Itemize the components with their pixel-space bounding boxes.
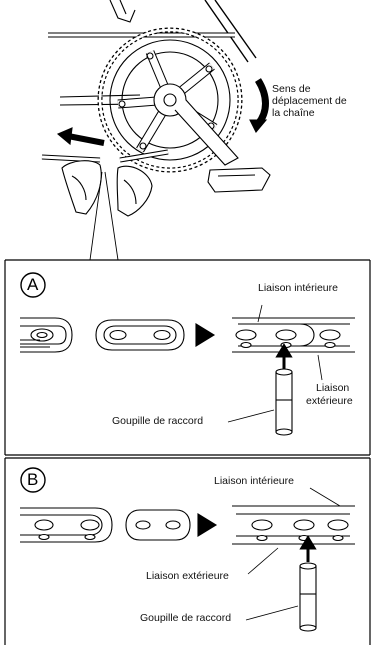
panel-b-inner-link-label: Liaison intérieure [214, 475, 294, 488]
panel-a-outer-link-label-line-2: extérieure [306, 395, 353, 408]
panel-a-left-chain-segment [20, 318, 72, 352]
panel-b-joined-chain [232, 506, 355, 544]
direction-label-line-1: Sens de [272, 83, 311, 96]
crankset-illustration [42, 0, 270, 260]
panel-b-left-outer-link [20, 508, 112, 542]
panel-a-insert-arrow-icon [278, 346, 290, 372]
panel-b-letter: B [27, 470, 38, 490]
panel-b-arrow-icon [198, 514, 216, 536]
panel-a-pin-label: Goupille de raccord [112, 415, 203, 428]
panel-b-connecting-pin-icon [300, 563, 316, 631]
pull-arrow-icon [68, 136, 104, 143]
panel-a-middle-link [96, 320, 184, 350]
lower-chain-run [42, 152, 168, 160]
panel-a-inner-link-label: Liaison intérieure [258, 282, 338, 295]
direction-label-line-3: la chaîne [272, 107, 315, 120]
panel-a-arrow-icon [196, 324, 214, 346]
panel-a-outer-link-label-line-1: Liaison [316, 382, 349, 395]
direction-label-line-2: déplacement de [272, 95, 347, 108]
panel-b-pin-label: Goupille de raccord [140, 612, 231, 625]
panel-b-middle-link [126, 510, 190, 540]
panel-b-outer-link-label: Liaison extérieure [146, 570, 229, 583]
panel-a-joined-chain [232, 318, 355, 352]
panel-a-letter: A [27, 275, 38, 295]
panel-b-insert-arrow-icon [302, 538, 314, 562]
panel-a-connecting-pin-icon [276, 369, 292, 435]
crank-arm-icon [175, 100, 270, 192]
panel-b-chain [20, 488, 355, 631]
rotation-arrow-icon [250, 80, 266, 132]
